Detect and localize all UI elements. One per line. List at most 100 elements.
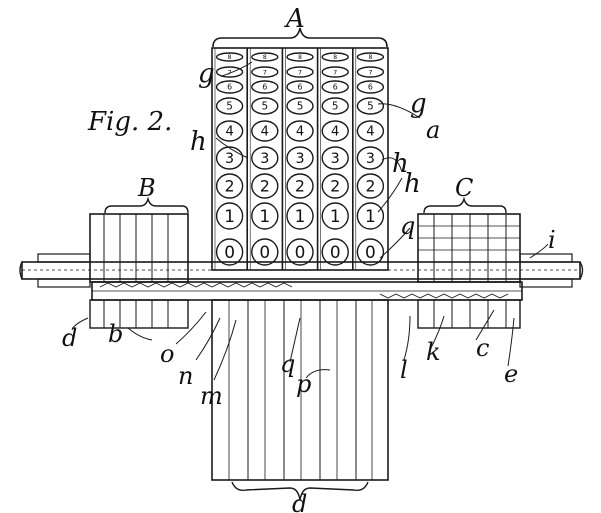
label-k: k — [426, 338, 441, 366]
digit-label: 2 — [225, 177, 235, 195]
digit-label: 7 — [228, 68, 232, 76]
digit-wheel — [215, 173, 244, 199]
label-d-left: d — [62, 324, 77, 352]
digit-wheel — [251, 120, 279, 142]
group-B — [89, 213, 189, 329]
digit-label: 0 — [330, 242, 341, 262]
label-m: m — [200, 382, 223, 410]
digit-wheel — [356, 52, 385, 62]
digit-label: 1 — [365, 206, 376, 226]
digit-wheel — [215, 238, 244, 266]
label-d-bottom: d — [292, 490, 307, 513]
figure-title: Fig. 2. — [87, 107, 172, 137]
digit-label: 2 — [260, 177, 270, 195]
label-g-right: g — [410, 89, 427, 119]
digit-wheel — [356, 146, 385, 170]
digit-label: 6 — [227, 83, 232, 92]
digit-label: 3 — [331, 151, 340, 167]
digit-wheel — [251, 202, 279, 230]
digit-wheel — [286, 66, 314, 78]
digit-label: 1 — [295, 206, 306, 226]
digit-label: 8 — [368, 54, 372, 61]
digit-label: 6 — [298, 83, 303, 92]
digit-wheel — [286, 173, 314, 199]
digit-wheel — [286, 97, 314, 115]
digit-label: 6 — [262, 83, 267, 92]
digit-wheel — [286, 52, 314, 62]
digit-label: 2 — [295, 177, 305, 195]
digit-label: 6 — [333, 83, 338, 92]
digit-wheel — [356, 173, 385, 199]
digit-label: 8 — [263, 54, 267, 61]
label-e: e — [504, 360, 518, 388]
digit-wheel — [215, 80, 244, 94]
digit-wheel — [286, 80, 314, 94]
digit-wheel — [321, 120, 349, 142]
sleeve — [91, 281, 523, 301]
digit-wheel — [356, 66, 385, 78]
label-h-right1: h — [392, 149, 409, 179]
digit-label: 5 — [226, 101, 233, 113]
digit-wheel — [251, 97, 279, 115]
leader-lines — [71, 61, 549, 381]
digit-wheel — [321, 238, 349, 266]
digit-label: 0 — [224, 242, 235, 262]
digit-wheel — [356, 120, 385, 142]
label-q-top: q — [400, 212, 415, 240]
digit-label: 5 — [367, 101, 374, 113]
digit-label: 5 — [261, 101, 268, 113]
shaft — [19, 253, 584, 288]
label-c: c — [476, 334, 489, 362]
digit-label: 8 — [228, 54, 232, 61]
digit-label: 4 — [366, 125, 374, 140]
label-C: C — [455, 174, 473, 202]
digit-wheel — [215, 120, 244, 142]
digit-label: 7 — [263, 68, 267, 76]
label-h-left: h — [190, 127, 207, 157]
digit-label: 8 — [333, 54, 337, 61]
digit-label: 4 — [331, 125, 339, 140]
digit-label: 3 — [295, 151, 304, 167]
digit-wheel — [251, 66, 279, 78]
label-B: B — [137, 174, 156, 202]
digit-wheel — [321, 146, 349, 170]
digit-wheel — [321, 52, 349, 62]
label-i: i — [548, 226, 556, 254]
label-h-right2: h — [404, 169, 421, 199]
digit-wheel — [286, 202, 314, 230]
digit-label: 5 — [297, 101, 304, 113]
digit-wheel — [215, 202, 244, 230]
label-q-bottom: q — [280, 350, 295, 378]
digit-wheel — [321, 66, 349, 78]
digit-wheel — [356, 97, 385, 115]
digit-wheel — [215, 97, 244, 115]
digit-wheel — [321, 173, 349, 199]
digit-label: 3 — [225, 151, 234, 167]
digit-label: 4 — [225, 125, 233, 140]
digit-label: 1 — [259, 206, 270, 226]
digit-label: 1 — [224, 206, 235, 226]
label-p: p — [296, 370, 311, 398]
label-a: a — [426, 116, 440, 144]
label-b: b — [108, 320, 123, 348]
digit-wheel — [321, 202, 349, 230]
digit-wheel — [251, 80, 279, 94]
digit-label: 4 — [296, 125, 304, 140]
label-g-left: g — [198, 59, 215, 89]
brace-d-bottom — [231, 481, 369, 501]
digit-wheel — [215, 146, 244, 170]
digit-label: 1 — [330, 206, 341, 226]
brace-A — [212, 27, 388, 48]
digit-label: 7 — [298, 68, 302, 76]
digit-wheel — [215, 66, 244, 78]
digit-label: 2 — [365, 177, 375, 195]
digit-label: 7 — [368, 68, 372, 76]
digit-label: 0 — [259, 242, 270, 262]
digit-wheel — [251, 173, 279, 199]
digit-wheel — [251, 238, 279, 266]
brace-B — [104, 196, 189, 214]
digit-wheel — [356, 80, 385, 94]
digit-label: 5 — [332, 101, 339, 113]
digit-label: 0 — [295, 242, 306, 262]
